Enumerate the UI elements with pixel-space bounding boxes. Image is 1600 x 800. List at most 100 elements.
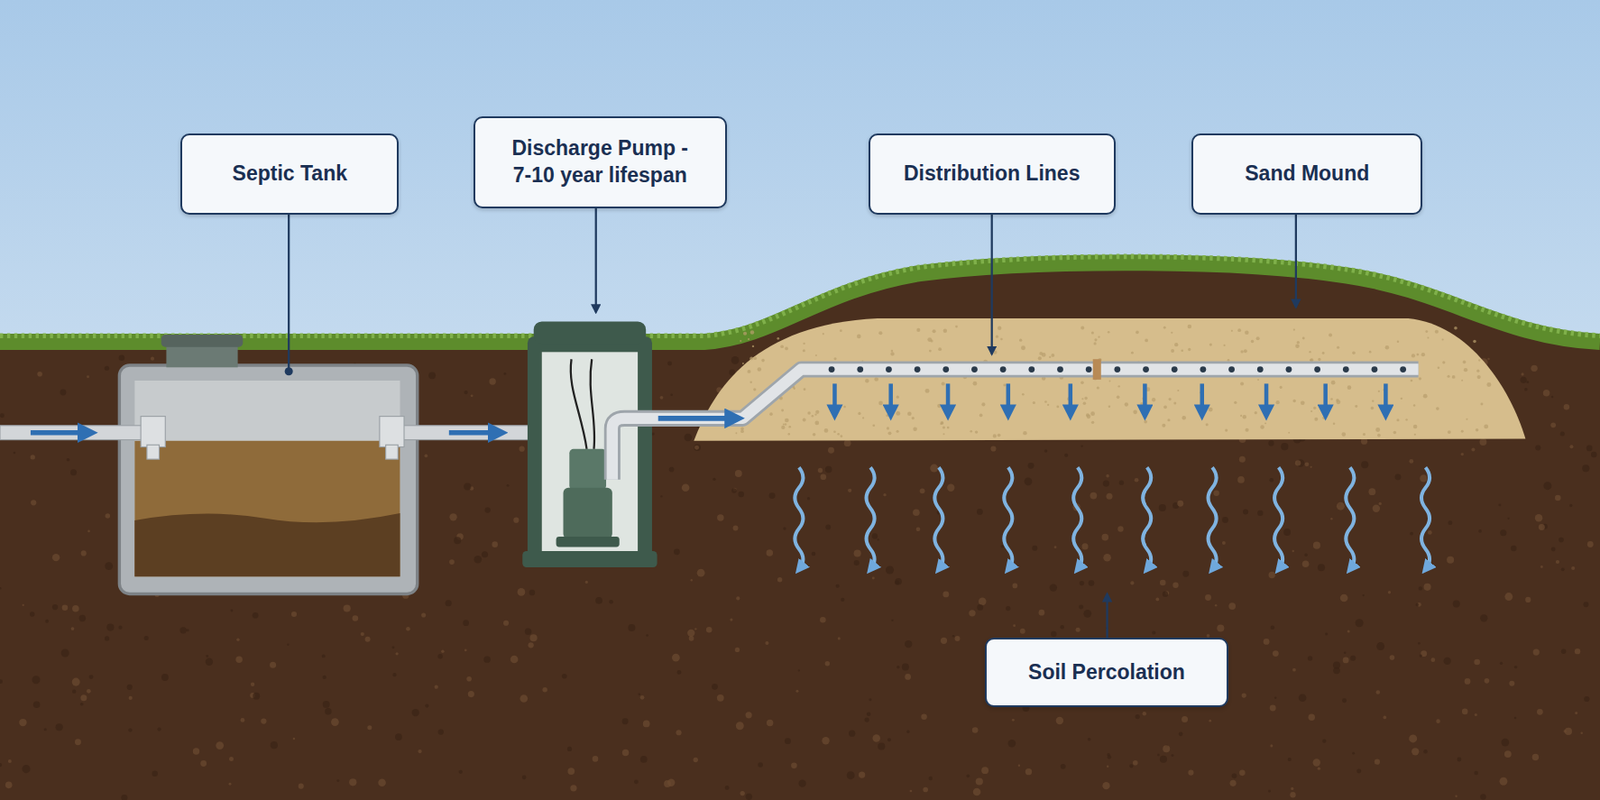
sand-speck	[1421, 352, 1426, 357]
tank-sludge	[134, 513, 400, 577]
soil-speck	[1204, 594, 1212, 601]
sand-speck	[1250, 340, 1254, 343]
soil-speck	[1530, 365, 1537, 372]
sand-speck	[769, 412, 773, 416]
soil-speck	[1039, 609, 1046, 617]
soil-speck	[1239, 770, 1246, 777]
soil-speck	[608, 599, 614, 605]
soil-speck	[506, 484, 510, 488]
soil-speck	[592, 755, 599, 763]
distribution-arrow	[1323, 383, 1328, 414]
soil-speck	[622, 749, 630, 757]
soil-speck	[0, 679, 3, 684]
sand-speck	[1351, 351, 1355, 355]
soil-speck	[1102, 781, 1110, 790]
percolation-arrow	[866, 467, 875, 570]
sand-speck	[1296, 340, 1300, 344]
soil-speck	[70, 468, 77, 476]
soil-speck	[954, 635, 960, 642]
sand-speck	[1056, 405, 1059, 409]
soil-speck	[561, 673, 568, 680]
soil-speck	[1018, 764, 1021, 767]
sand-mound-fill	[693, 318, 1526, 442]
soil-speck	[651, 432, 654, 435]
soil-speck	[1500, 738, 1509, 747]
sand-speck	[1002, 384, 1006, 387]
distribution-arrow	[832, 383, 837, 414]
soil-speck	[1510, 545, 1517, 552]
soil-speck	[343, 604, 351, 612]
distribution-arrow	[1142, 383, 1148, 414]
sand-speck	[815, 354, 818, 357]
sand-speck	[1330, 397, 1334, 401]
sand-speck	[1375, 427, 1380, 433]
soil-speck	[1480, 793, 1486, 800]
soil-speck	[1581, 464, 1590, 472]
soil-speck	[18, 718, 27, 727]
sand-speck	[753, 356, 757, 360]
soil-speck	[1187, 770, 1194, 776]
perforation-hole	[1314, 366, 1321, 373]
soil-speck	[392, 672, 396, 677]
sand-speck	[1020, 345, 1026, 350]
soil-speck	[1563, 404, 1570, 410]
sand-speck	[1132, 410, 1138, 415]
soil-speck	[677, 670, 682, 675]
sand-speck	[873, 377, 879, 382]
soil-speck	[622, 717, 629, 725]
soil-speck	[74, 738, 82, 745]
tank-shell	[119, 365, 417, 594]
soil-speck	[1521, 372, 1525, 376]
soil-speck	[127, 684, 133, 690]
soil-speck	[152, 771, 158, 777]
percolation-arrows	[794, 467, 1430, 570]
soil-speck	[8, 759, 12, 764]
sand-speck	[1091, 331, 1095, 334]
sand-speck	[1333, 422, 1335, 424]
sand-speck	[1317, 358, 1321, 361]
soil-speck	[1535, 514, 1543, 522]
sand-speck	[993, 433, 997, 438]
soil-speck	[735, 721, 745, 730]
flow-arrow	[449, 430, 501, 436]
sand-speck	[979, 413, 984, 418]
sand-speck	[814, 421, 819, 426]
perforation-hole	[942, 366, 949, 373]
soil-speck	[1350, 655, 1356, 662]
sand-speck	[1044, 400, 1048, 404]
soil-speck	[1480, 614, 1488, 622]
distribution-arrow	[1383, 383, 1389, 414]
sand-speck	[1465, 418, 1468, 421]
sand-speck	[753, 387, 756, 391]
soil-speck	[920, 713, 928, 720]
soil-speck	[336, 779, 340, 782]
sand-speck	[1292, 399, 1297, 404]
soil-speck	[1005, 606, 1011, 611]
sand-speck	[822, 332, 825, 335]
leader-line	[1295, 214, 1297, 308]
sand-speck	[995, 335, 999, 339]
soil-speck	[13, 451, 17, 455]
soil-speck	[61, 649, 70, 658]
soil-speck	[463, 390, 468, 395]
soil-speck	[229, 756, 234, 762]
perforation-hole	[856, 366, 864, 373]
sand-speck	[1233, 401, 1237, 405]
soil-speck	[825, 524, 831, 531]
soil-speck	[731, 487, 736, 493]
soil-speck	[1474, 713, 1478, 717]
soil-speck	[733, 525, 739, 532]
soil-speck	[906, 730, 910, 734]
distribution-arrow	[1199, 383, 1205, 414]
soil-speck	[0, 413, 5, 418]
sand-speck	[1314, 417, 1318, 422]
soil-speck	[919, 487, 926, 494]
sand-speck	[1425, 330, 1428, 333]
perforation-hole	[1257, 366, 1264, 373]
soil-speck	[0, 763, 2, 767]
soil-speck	[79, 615, 86, 622]
soil-speck	[157, 727, 162, 732]
soil-speck	[840, 597, 845, 602]
perforations	[828, 366, 1407, 373]
